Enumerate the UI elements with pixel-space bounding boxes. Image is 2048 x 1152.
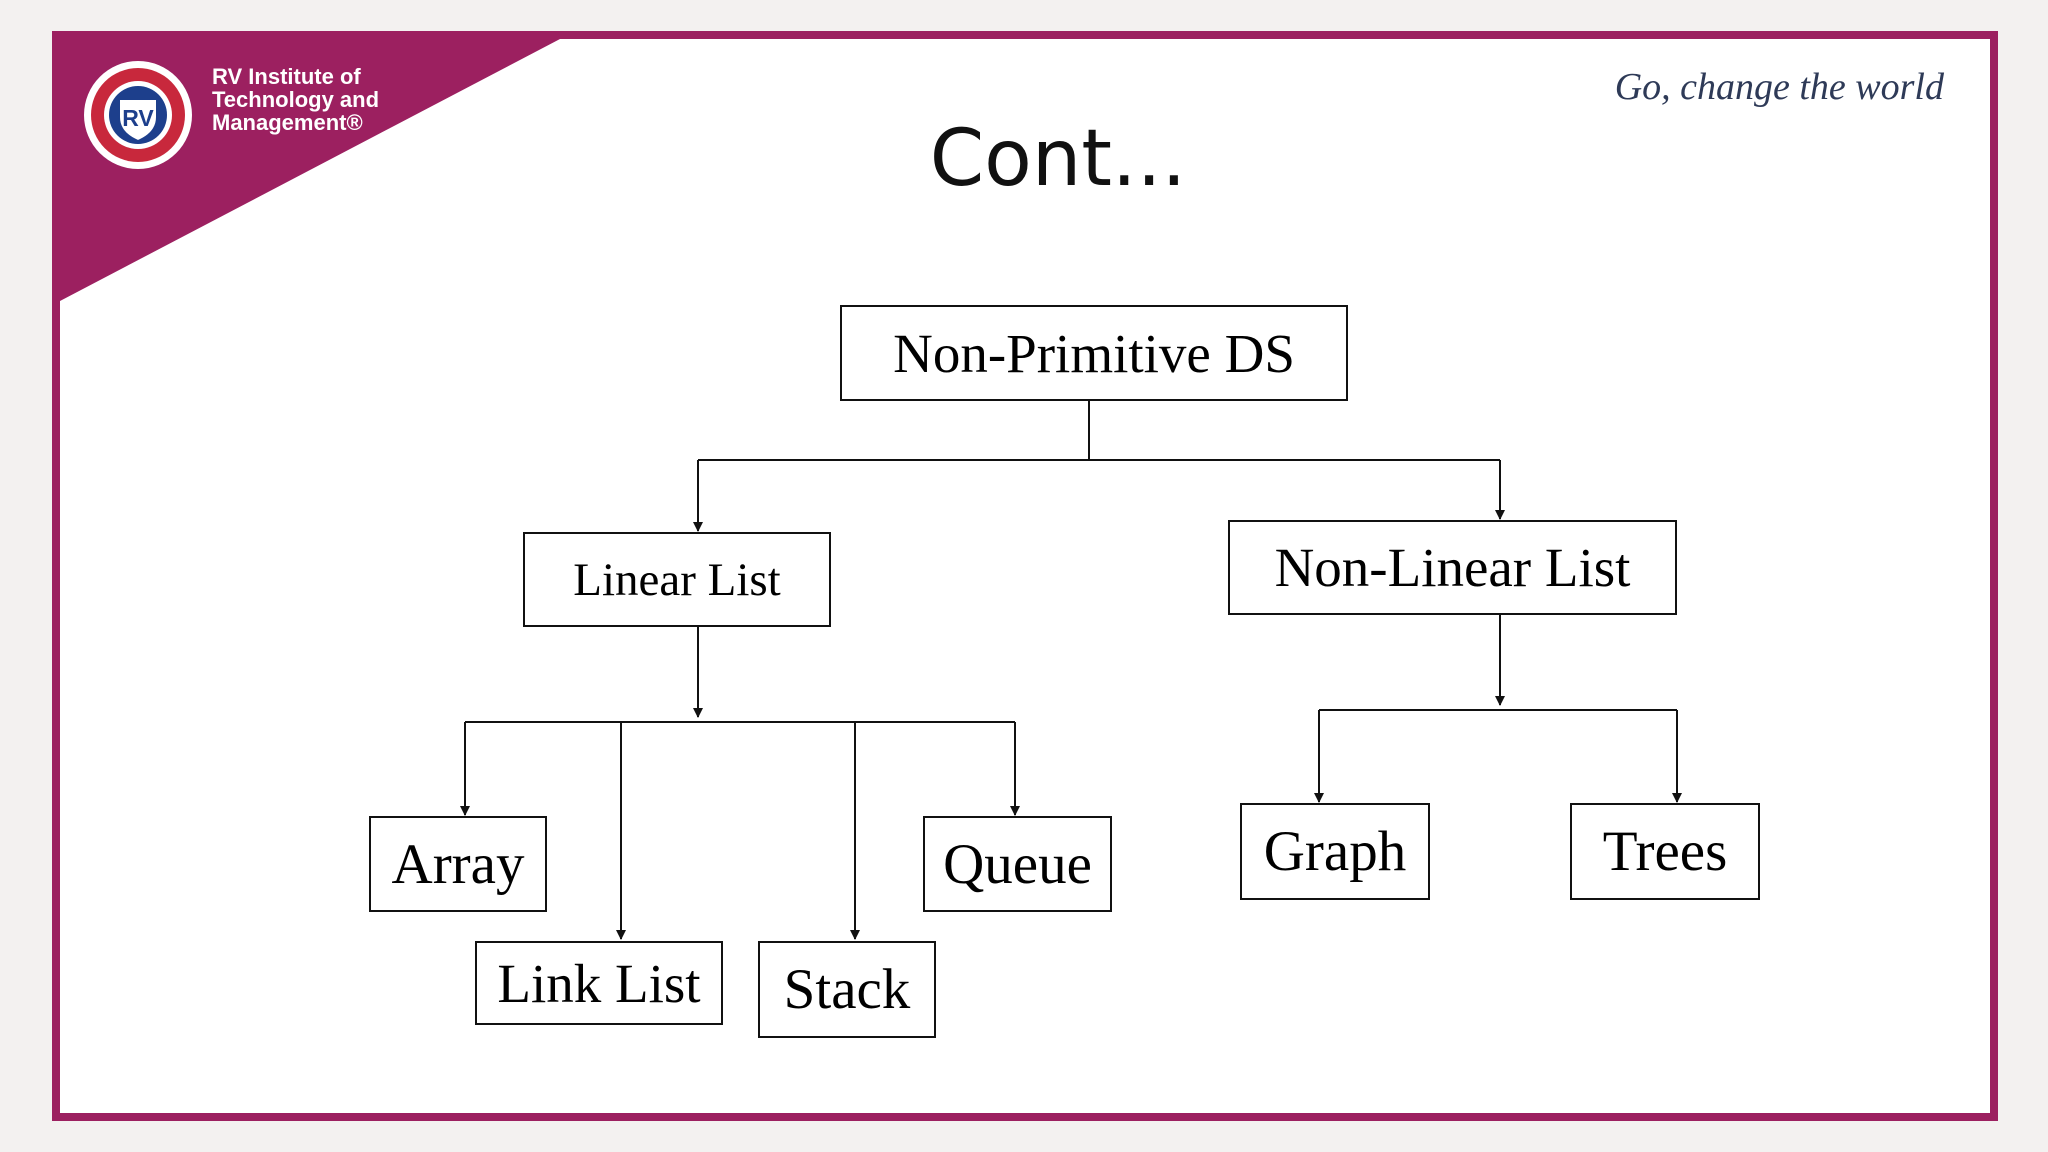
slide-frame: RV RV Institute of Technology and Manage…	[52, 31, 1998, 1121]
node-trees: Trees	[1570, 803, 1760, 900]
node-linear-list: Linear List	[523, 532, 831, 627]
connector-lines	[460, 401, 1682, 940]
node-link-list: Link List	[475, 941, 723, 1025]
node-non-linear-list: Non-Linear List	[1228, 520, 1677, 615]
logo-initials: RV	[122, 105, 154, 131]
rv-logo: RV	[84, 61, 192, 169]
tagline: Go, change the world	[1614, 66, 1944, 108]
node-non-primitive-ds: Non-Primitive DS	[840, 305, 1348, 401]
node-stack: Stack	[758, 941, 936, 1038]
node-graph: Graph	[1240, 803, 1430, 900]
node-array: Array	[369, 816, 547, 912]
brand-name: RV Institute of Technology and Managemen…	[212, 64, 380, 135]
slide-title: Cont...	[929, 114, 1187, 204]
node-queue: Queue	[923, 816, 1112, 912]
